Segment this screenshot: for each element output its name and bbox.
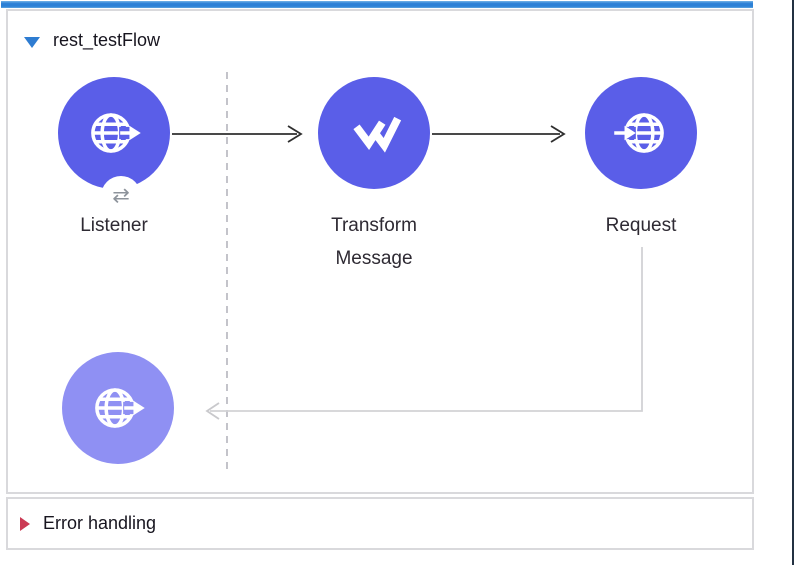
node-label-request: Request xyxy=(605,215,677,236)
globe-arrow-out-icon xyxy=(91,113,141,153)
panel-divider xyxy=(792,0,794,565)
node-listener[interactable]: ⇄ xyxy=(58,77,170,213)
flow-expand-toggle[interactable] xyxy=(24,34,40,48)
top-accent-bar xyxy=(1,1,753,8)
error-handling-title: Error handling xyxy=(43,513,157,533)
node-label-listener: Listener xyxy=(80,215,148,236)
globe-arrow-out-icon xyxy=(95,388,145,428)
flow-header: rest_testFlow xyxy=(24,30,160,51)
dataweave-icon xyxy=(353,116,402,153)
node-request[interactable] xyxy=(585,77,697,189)
node-ghost[interactable] xyxy=(62,352,174,464)
node-transform-message[interactable] xyxy=(318,77,430,189)
globe-arrow-in-icon xyxy=(614,113,664,153)
triangle-right-icon xyxy=(20,516,30,531)
message-exchange-badge: ⇄ xyxy=(104,179,138,213)
triangle-down-icon xyxy=(24,36,40,48)
swap-arrows-icon: ⇄ xyxy=(112,184,130,207)
node-label-transform-message: Transform Message xyxy=(331,215,417,269)
flow-title: rest_testFlow xyxy=(53,30,161,50)
error-handling-bar[interactable]: Error handling xyxy=(6,497,754,550)
